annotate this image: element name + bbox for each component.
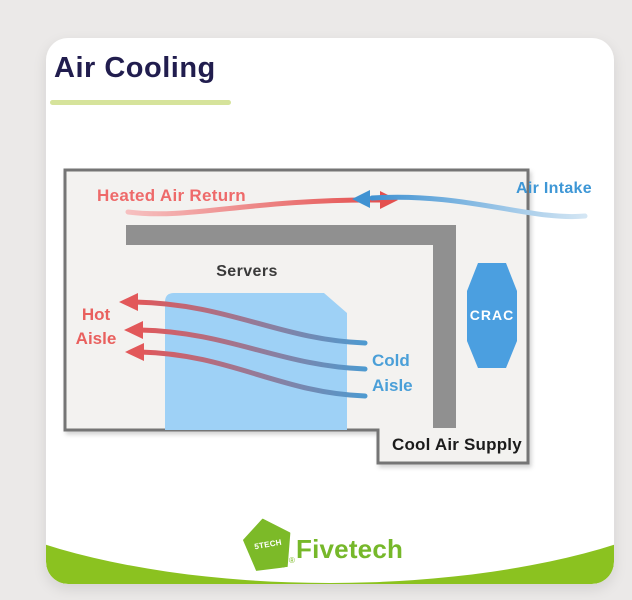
hot-aisle-label: Hot Aisle bbox=[68, 303, 124, 351]
crac-unit bbox=[467, 263, 517, 368]
arrowhead-icon bbox=[119, 293, 138, 311]
title-underline bbox=[50, 100, 231, 105]
cold-aisle-label-line1: Cold bbox=[372, 351, 410, 370]
cool-air-supply-label: Cool Air Supply bbox=[392, 435, 522, 454]
pentagon-logo-icon: 5TECH bbox=[240, 514, 296, 574]
hot-aisle-label-line2: Aisle bbox=[75, 329, 117, 348]
arrowhead-icon bbox=[125, 343, 144, 361]
arrowhead-icon bbox=[352, 190, 370, 208]
servers-box bbox=[165, 293, 347, 430]
hot-aisle-arrow-3 bbox=[125, 343, 368, 399]
hot-aisle-label-line1: Hot bbox=[81, 305, 111, 324]
brand-name: Fivetech bbox=[296, 534, 404, 564]
cold-aisle-label-line2: Aisle bbox=[372, 376, 413, 395]
arrowhead-icon bbox=[124, 321, 143, 339]
air-intake-label: Air Intake bbox=[516, 180, 592, 197]
bottom-green-band bbox=[46, 538, 614, 584]
crac-label: CRAC bbox=[469, 307, 515, 323]
cold-aisle-label: Cold Aisle bbox=[372, 348, 413, 398]
page-title: Air Cooling bbox=[54, 52, 216, 84]
brand-logo: 5TECH ® Fivetech bbox=[244, 516, 474, 578]
logo-badge-text: 5TECH bbox=[253, 537, 283, 551]
registered-mark: ® bbox=[289, 556, 295, 565]
servers-label: Servers bbox=[216, 263, 278, 280]
content-card: Air Cooling bbox=[46, 38, 614, 584]
hot-aisle-arrow-1 bbox=[119, 293, 368, 346]
heated-air-return-label: Heated Air Return bbox=[97, 186, 246, 205]
air-cooling-diagram bbox=[63, 168, 588, 465]
hot-aisle-arrow-2 bbox=[124, 321, 368, 372]
air-intake-arrow bbox=[352, 190, 588, 220]
